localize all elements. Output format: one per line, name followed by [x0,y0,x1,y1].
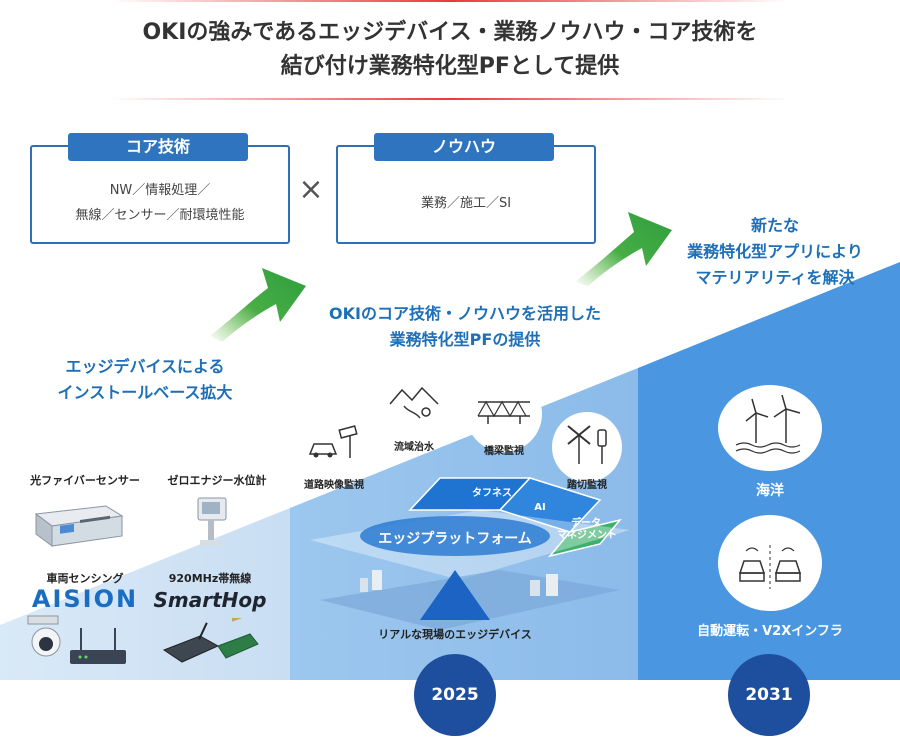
data-mgmt-label-2: マネジメント [557,530,617,541]
ai-label: AI [534,502,546,513]
real-devices-label: リアルな現場のエッジデバイス [378,628,532,641]
camera-router-image [27,615,126,664]
bottom-red-line [110,98,790,100]
band-2031 [638,262,900,680]
smarthop-logo: SmartHop [153,588,267,612]
top-red-line [110,0,790,2]
step2-line-2: 業務特化型PFの提供 [389,330,541,349]
year-2025-badge: 2025 [414,654,496,736]
core-tech-label: コア技術 [68,133,248,161]
step3-line-1: 新たな [750,216,799,235]
data-mgmt-label-1: データ [571,518,601,529]
core-tech-line-1: NW／情報処理／ [109,183,211,198]
band-current [0,508,290,680]
step1-line-1: エッジデバイスによる [65,357,225,376]
bridge-icon [477,400,530,424]
crossing-label: 踏切監視 [567,480,607,491]
product-radio-label: 920MHz帯無線 [168,572,252,585]
bridge-circle: 橋梁監視 [466,376,542,457]
road-camera-icon [308,425,358,458]
v2x-circle [718,515,822,611]
edge-platform-label: エッジプラットフォーム [378,531,532,547]
aision-logo: AISION [31,585,139,613]
radio-module-image [162,618,259,663]
step3-line-3: マテリアリティを解決 [695,268,855,287]
crossing-circle: 踏切監視 [552,412,622,491]
water-level-meter-image [197,497,227,546]
crossing-icon [567,425,607,464]
cross-symbol: × [298,172,324,207]
ocean-circle [718,385,822,471]
tafness-label: タフネス [472,488,512,499]
bridge-label: 橋梁監視 [484,446,524,457]
core-tech-line-2: 無線／センサー／耐環境性能 [75,208,245,223]
wind-turbine-icon [735,395,801,454]
arrow-1 [210,268,306,342]
platform-diagram [310,477,630,630]
product-fiber-label: 光ファイバーセンサー [30,474,140,487]
ocean-label: 海洋 [756,483,784,499]
fiber-sensor-image [34,505,124,547]
knowhow-label: ノウハウ [374,133,554,161]
road-monitoring-circle: 道路映像監視 [296,408,372,491]
road-monitoring-label: 道路映像監視 [304,480,364,491]
step3-line-2: 業務特化型アプリにより [687,242,863,261]
river-label: 流域治水 [394,442,434,453]
river-icon [389,386,439,419]
step1-line-2: インストールベース拡大 [57,383,233,402]
product-vehicle-label: 車両センシング [46,572,124,585]
header-line-2: 結び付け業務特化型PFとして提供 [280,54,620,79]
knowhow-line-1: 業務／施工／SI [420,196,512,211]
arrow-2 [575,212,672,286]
step2-line-1: OKIのコア技術・ノウハウを活用した [329,304,601,323]
year-2031-badge: 2031 [728,654,810,736]
river-circle: 流域治水 [376,370,452,453]
v2x-label: 自動運転・V2Xインフラ [697,624,843,639]
autonomous-car-icon [738,545,802,589]
knowhow-box: 業務／施工／SI [336,145,596,244]
header-line-1: OKIの強みであるエッジデバイス・業務ノウハウ・コア技術を [142,20,758,45]
product-zero-energy-label: ゼロエナジー水位計 [167,474,267,487]
